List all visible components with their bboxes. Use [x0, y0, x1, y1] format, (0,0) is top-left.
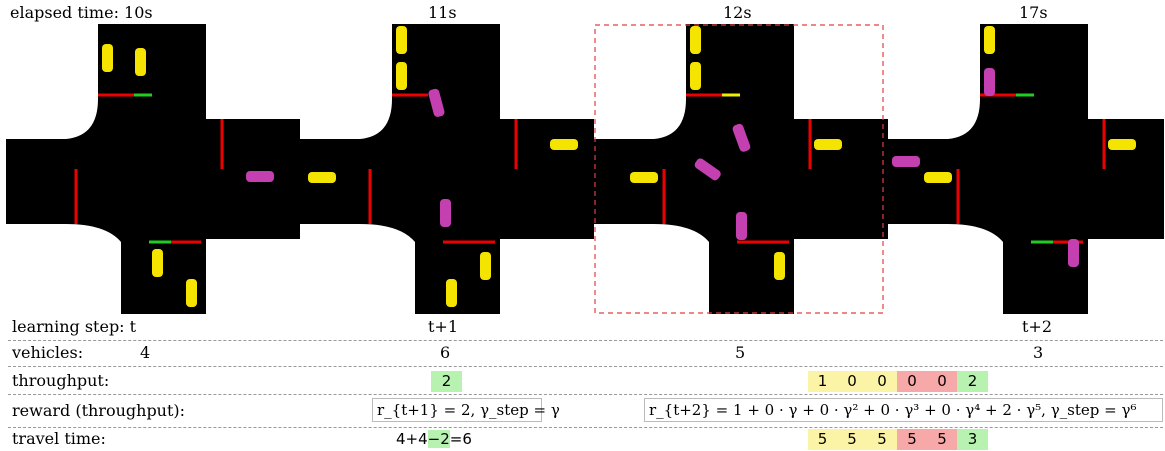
vehicles-10s: 4	[140, 343, 151, 362]
intersection-12s	[594, 24, 888, 314]
intersection-11s	[300, 24, 594, 314]
travel-time-label: travel time:	[12, 429, 106, 448]
vehicles-label: vehicles:	[12, 343, 84, 362]
time-11s: 11s	[428, 3, 457, 22]
travel-seq-6: 3	[957, 429, 988, 450]
travel-seq-2: 5	[837, 429, 867, 450]
throughput-seq-3: 0	[867, 371, 897, 392]
throughput-seq-1: 1	[808, 371, 837, 392]
travel-seq-1: 5	[808, 429, 837, 450]
throughput-seq-6: 2	[957, 371, 988, 392]
vehicles-11s: 6	[440, 343, 451, 362]
throughput-seq-5: 0	[927, 371, 957, 392]
travel-seq-4: 5	[897, 429, 927, 450]
time-17s: 17s	[1019, 3, 1048, 22]
reward-label: reward (throughput):	[12, 401, 186, 420]
vehicles-12s: 5	[735, 343, 746, 362]
throughput-seq-2: 0	[837, 371, 867, 392]
intersection-10s	[6, 24, 300, 314]
vehicles-17s: 3	[1033, 343, 1044, 362]
travel-time-11s: 4+4−2=6	[396, 430, 472, 448]
reward-t2-box: r_{t+2} = 1 + 0 · γ + 0 · γ² + 0 · γ³ + …	[644, 398, 1163, 422]
learning-step-t1: t+1	[428, 317, 459, 336]
throughput-11s: 2	[431, 371, 462, 392]
intersection-17s	[888, 24, 1164, 314]
throughput-seq-4: 0	[897, 371, 927, 392]
learning-step-label: learning step: t	[12, 317, 137, 336]
travel-seq-3: 5	[867, 429, 897, 450]
time-12s: 12s	[723, 3, 752, 22]
learning-step-t2: t+2	[1022, 317, 1053, 336]
reward-t1-box: r_{t+1} = 2, γ_step = γ	[372, 398, 560, 422]
travel-seq-5: 5	[927, 429, 957, 450]
throughput-label: throughput:	[12, 371, 110, 390]
elapsed-time-label: elapsed time: 10s	[10, 3, 153, 22]
